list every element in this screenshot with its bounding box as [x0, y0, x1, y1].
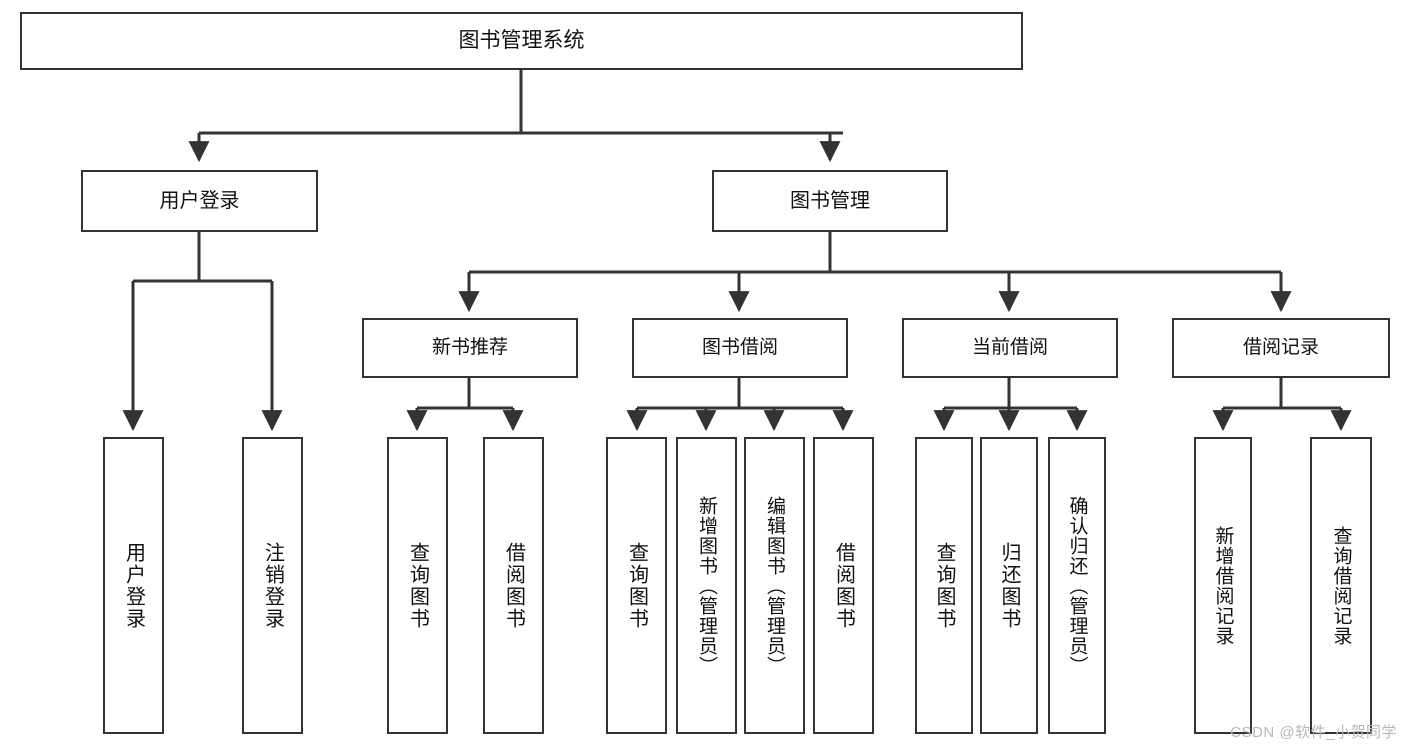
leaf-book-borrow-add-book-admin[interactable]: 新增图书（管理员）: [676, 437, 737, 734]
node-book-borrow[interactable]: 图书借阅: [632, 318, 848, 378]
node-label: 新书推荐: [431, 337, 508, 359]
node-label: 归还图书: [998, 541, 1020, 630]
node-label: 新增借阅记录: [1212, 525, 1234, 646]
node-label: 图书管理系统: [458, 29, 585, 53]
node-label: 借阅图书: [502, 541, 525, 630]
node-label: 注销登录: [261, 541, 284, 630]
leaf-current-borrow-query-book[interactable]: 查询图书: [915, 437, 973, 734]
node-label: 用户登录: [122, 541, 145, 630]
node-label: 查询图书: [625, 541, 648, 630]
leaf-borrow-record-query-record[interactable]: 查询借阅记录: [1310, 437, 1372, 734]
node-label: 图书管理: [790, 189, 870, 212]
leaf-new-book-query-book[interactable]: 查询图书: [387, 437, 448, 734]
leaf-current-borrow-return-book[interactable]: 归还图书: [980, 437, 1038, 734]
node-label: 借阅图书: [832, 541, 855, 630]
node-root-system[interactable]: 图书管理系统: [20, 12, 1023, 70]
node-label: 查询借阅记录: [1330, 525, 1352, 646]
node-current-borrow[interactable]: 当前借阅: [902, 318, 1118, 378]
node-book-management[interactable]: 图书管理: [712, 170, 948, 232]
leaf-book-borrow-edit-book-admin[interactable]: 编辑图书（管理员）: [744, 437, 805, 734]
leaf-borrow-record-add-record[interactable]: 新增借阅记录: [1194, 437, 1252, 734]
node-borrow-record[interactable]: 借阅记录: [1172, 318, 1390, 378]
node-label: 查询图书: [933, 541, 955, 630]
leaf-user-login-logout[interactable]: 注销登录: [242, 437, 303, 734]
node-label: 新增图书（管理员）: [696, 495, 717, 676]
leaf-new-book-borrow-book[interactable]: 借阅图书: [483, 437, 544, 734]
node-label: 借阅记录: [1242, 337, 1319, 359]
node-label: 当前借阅: [971, 337, 1048, 359]
node-label: 用户登录: [159, 189, 240, 212]
leaf-current-borrow-confirm-return-admin[interactable]: 确认归还（管理员）: [1048, 437, 1106, 734]
node-new-book-recommend[interactable]: 新书推荐: [362, 318, 578, 378]
node-label: 确认归还（管理员）: [1066, 495, 1088, 676]
leaf-book-borrow-borrow-book[interactable]: 借阅图书: [813, 437, 874, 734]
node-user-login[interactable]: 用户登录: [81, 170, 318, 232]
node-label: 编辑图书（管理员）: [764, 495, 785, 676]
leaf-user-login-login[interactable]: 用户登录: [103, 437, 164, 734]
node-label: 图书借阅: [701, 337, 778, 359]
node-label: 查询图书: [406, 541, 429, 630]
csdn-watermark: CSDN @软件_小贺同学: [1230, 724, 1397, 741]
leaf-book-borrow-query-book[interactable]: 查询图书: [606, 437, 667, 734]
